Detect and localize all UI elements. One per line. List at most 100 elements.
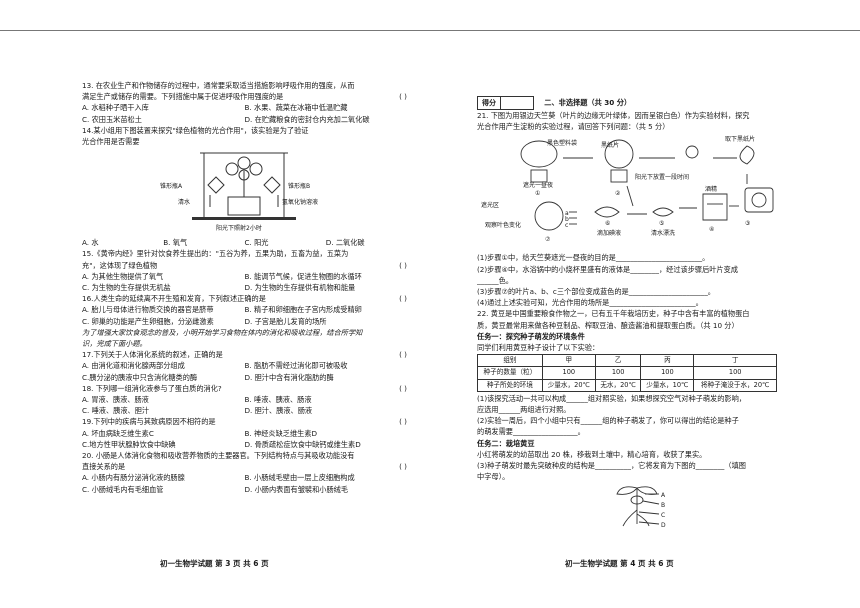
q14-option-d: D. 二氧化碳: [325, 238, 365, 248]
fig-label: 黑纸片: [601, 142, 620, 150]
q20-option-b: B. 小肠绒毛壁由一层上皮细胞构成: [244, 473, 355, 483]
answer-bracket: ( ): [399, 260, 407, 270]
step-marker: ⑥: [605, 220, 611, 228]
q15-option-a: A. 为其他生物提供了氧气: [82, 271, 164, 281]
q13-option-c: C. 农田玉米苗松土: [82, 114, 142, 124]
score-cell[interactable]: [500, 97, 533, 109]
answer-blank[interactable]: ________________________: [615, 253, 703, 263]
q20-stem: 20. 小肠是人体消化食物和吸收营养物质的主要器官。下列结构特点与其吸收功能没有: [82, 451, 355, 461]
q19-stem: 19.下列中的疾病与其致病原因不相符的是: [82, 417, 216, 427]
step-marker: ③: [745, 220, 751, 228]
q14-figure: 锥形瓶A 清水 锥形瓶B 氢氧化钠溶液 阳光下照射2小时: [82, 149, 407, 235]
answer-blank[interactable]: __________________: [512, 427, 578, 437]
fig-label: 酒精: [705, 186, 718, 194]
q18-option-c: C. 唾液、胰液、胆汁: [82, 406, 150, 416]
task-one-intro: 同学们利用黄豆种子设计了以下实验：: [477, 343, 600, 353]
q18-option-a: A. 胃液、胰液、肠液: [82, 395, 149, 405]
q14-stem: 14.某小组用下图装置来探究"绿色植物的光合作用"，该实验是为了验证: [82, 125, 309, 135]
q21-part1: (1)步骤①中，给天竺葵遮光一昼夜的目的是: [477, 253, 616, 263]
answer-blank[interactable]: ________: [695, 461, 725, 471]
q17-option-b: B. 脂肪不需经过消化即可被吸收: [244, 361, 348, 371]
step-marker: ②: [615, 190, 621, 198]
table-header-row: 组别 甲 乙 丙 丁: [477, 354, 777, 368]
seedling-part-a: A: [661, 492, 666, 500]
q22-part3-cont: 中字母）。: [477, 472, 510, 482]
score-label: 得分: [482, 99, 496, 107]
q22-part3: (3)种子萌发时最先突破种皮的结构是: [477, 461, 595, 471]
answer-blank[interactable]: ______: [566, 393, 588, 403]
q22-part1: (1)该探究活动一共可以构成: [477, 393, 567, 403]
question-21: 21. 下图为用银边天竺葵（叶片的边缘无叶绿体，因而呈银白色）作为实验材料，探究…: [477, 110, 787, 308]
seedling-diagram: [616, 486, 660, 527]
q13-stem: 13. 在农业生产和作物储存的过程中，通常要采取适当措施影响呼吸作用的强度，从而: [82, 81, 355, 90]
q13-stem-cont: 满足生产或储存的需要。下列措施中属于促进呼吸作用强度的是: [82, 92, 284, 102]
q14-option-b: B. 氧气: [163, 238, 188, 248]
seedling-part-c: C: [661, 512, 666, 520]
answer-bracket: ( ): [399, 92, 407, 102]
page-3: 13. 在农业生产和作物储存的过程中，通常要采取适当措施影响呼吸作用的强度，从而…: [82, 80, 407, 495]
q14-stem-cont: 光合作用是否需要: [82, 137, 140, 147]
table-row: 种子所处的环境 少量水，20℃ 无水，20℃ 少量水，10℃ 将种子淹没于水，2…: [477, 378, 777, 392]
answer-blank[interactable]: ________________________: [609, 298, 696, 308]
q19-option-d: D. 骨质疏松症饮食中缺钙或维生素D: [244, 439, 361, 449]
q20-stem-cont: 直接关系的是: [82, 462, 126, 472]
q14-option-a: A. 水: [82, 238, 99, 248]
table-row: 种子的数量（粒） 100 100 100 100: [477, 366, 777, 380]
answer-blank[interactable]: ______: [498, 405, 521, 415]
q19-option-a: A. 坏血病缺乏维生素C: [82, 428, 154, 438]
task-two-title: 任务二：栽培黄豆: [477, 438, 535, 448]
page-4: 得分 二、非选择题（共 30 分） 21. 下图为用银边天竺葵（叶片的边缘无叶绿…: [477, 96, 787, 532]
answer-bracket: ( ): [399, 462, 407, 472]
q15-option-c: C. 为生物的生存提供无机盐: [82, 283, 171, 293]
fig-label: 黑色塑料袋: [547, 140, 578, 148]
seed-germination-table: 组别 甲 乙 丙 丁 种子的数量（粒） 100 100 100 100 种子所处…: [477, 354, 777, 392]
answer-blank[interactable]: ______: [477, 275, 499, 285]
q19-option-c: C.地方性甲状腺肿饮食中缺碘: [82, 439, 176, 449]
answer-blank[interactable]: ________: [630, 264, 659, 274]
answer-blank[interactable]: ______________________: [628, 287, 708, 297]
q20-option-d: D. 小肠内表面有皱襞和小肠绒毛: [244, 484, 349, 494]
q17-option-c: C.胰分泌的胰液中只含消化糖类的酶: [82, 372, 198, 382]
answer-bracket: ( ): [399, 294, 407, 304]
q14-option-c: C. 阳光: [244, 238, 269, 248]
question-22: 22. 黄豆是中国重要粮食作物之一，已有五千年栽培历史，种子中含有丰富的植物蛋白…: [477, 308, 787, 530]
reading-note: 为了增强大家饮食观念的普及，小明开始学习食物在体内的消化和吸收过程，结合所学知: [82, 327, 363, 337]
q16-stem: 16.人类生命的延续离不开生殖和发育，下列叙述正确的是: [82, 294, 266, 304]
q13-option-a: A. 水稻种子晒干入库: [82, 103, 149, 113]
leaf-part-a: a: [565, 210, 569, 218]
seedling-part-d: D: [661, 522, 666, 530]
answer-blank[interactable]: ______: [580, 416, 603, 426]
question-15: 15.《黄帝内经》里针对饮食养生提出的："五谷为养，五果为助，五畜为益，五菜为 …: [82, 248, 407, 293]
q13-option-b: B. 水果、蔬菜在冰箱中低温贮藏: [244, 103, 348, 113]
task-two-intro: 小红将萌发的幼苗取出 20 株，移栽到土壤中，精心培育，收获了果实。: [477, 449, 707, 459]
fig-label: 遮光一昼夜: [523, 182, 554, 190]
q18-option-b: B. 唾液、胰液、肠液: [244, 395, 312, 405]
question-20: 20. 小肠是人体消化食物和吸收营养物质的主要器官。下列结构特点与其吸收功能没有…: [82, 450, 407, 495]
fig-label: 锥形瓶B: [288, 183, 311, 191]
leaf-part-b: b: [565, 216, 569, 224]
fig-label: 滴加碘液: [597, 230, 622, 238]
leaf-part-c: c: [565, 222, 569, 230]
answer-bracket: ( ): [399, 417, 407, 427]
plant-experiment-diagram: [192, 152, 296, 221]
q18-stem: 18. 下列哪一组消化液参与了蛋白质的消化?: [82, 383, 222, 393]
reading-note-cont: 识，完成下面小题。: [82, 339, 147, 349]
seedling-part-b: B: [661, 502, 666, 510]
answer-blank[interactable]: __________: [595, 461, 631, 471]
q21-part3: (3)步骤⑦的叶片a、b、c三个部位变成蓝色的是: [477, 287, 629, 297]
question-16: 16.人类生命的延续离不开生殖和发育，下列叙述正确的是( ) A. 胎儿与母体进…: [82, 293, 407, 327]
q20-option-c: C. 小肠绒毛内有毛细血管: [82, 484, 164, 494]
page-footer-left: 初一生物学试题 第 3 页 共 6 页: [160, 559, 269, 568]
question-14: 14.某小组用下图装置来探究"绿色植物的光合作用"，该实验是为了验证 光合作用是…: [82, 125, 407, 249]
fig-label: 取下黑纸片: [725, 136, 756, 144]
fig-caption: 阳光下照射2小时: [216, 225, 262, 233]
page-footer-right: 初一生物学试题 第 4 页 共 6 页: [565, 559, 674, 568]
q16-option-c: C. 卵巢的功能是产生卵细胞，分泌雌激素: [82, 316, 214, 326]
answer-bracket: ( ): [399, 383, 407, 393]
answer-bracket: ( ): [399, 350, 407, 360]
step-marker: ⑦: [545, 236, 551, 244]
fig-label: 氢氧化钠溶液: [282, 199, 319, 207]
q22-stem-cont: 质，黄豆最常用来做各种豆制品、榨取豆油、酿造酱油和提取蛋白质。（共 10 分）: [477, 320, 739, 330]
q16-option-d: D. 子宫是胎儿发育的场所: [244, 316, 327, 326]
q13-option-d: D. 在贮藏粮食的密封仓内充加二氧化碳: [244, 114, 370, 124]
